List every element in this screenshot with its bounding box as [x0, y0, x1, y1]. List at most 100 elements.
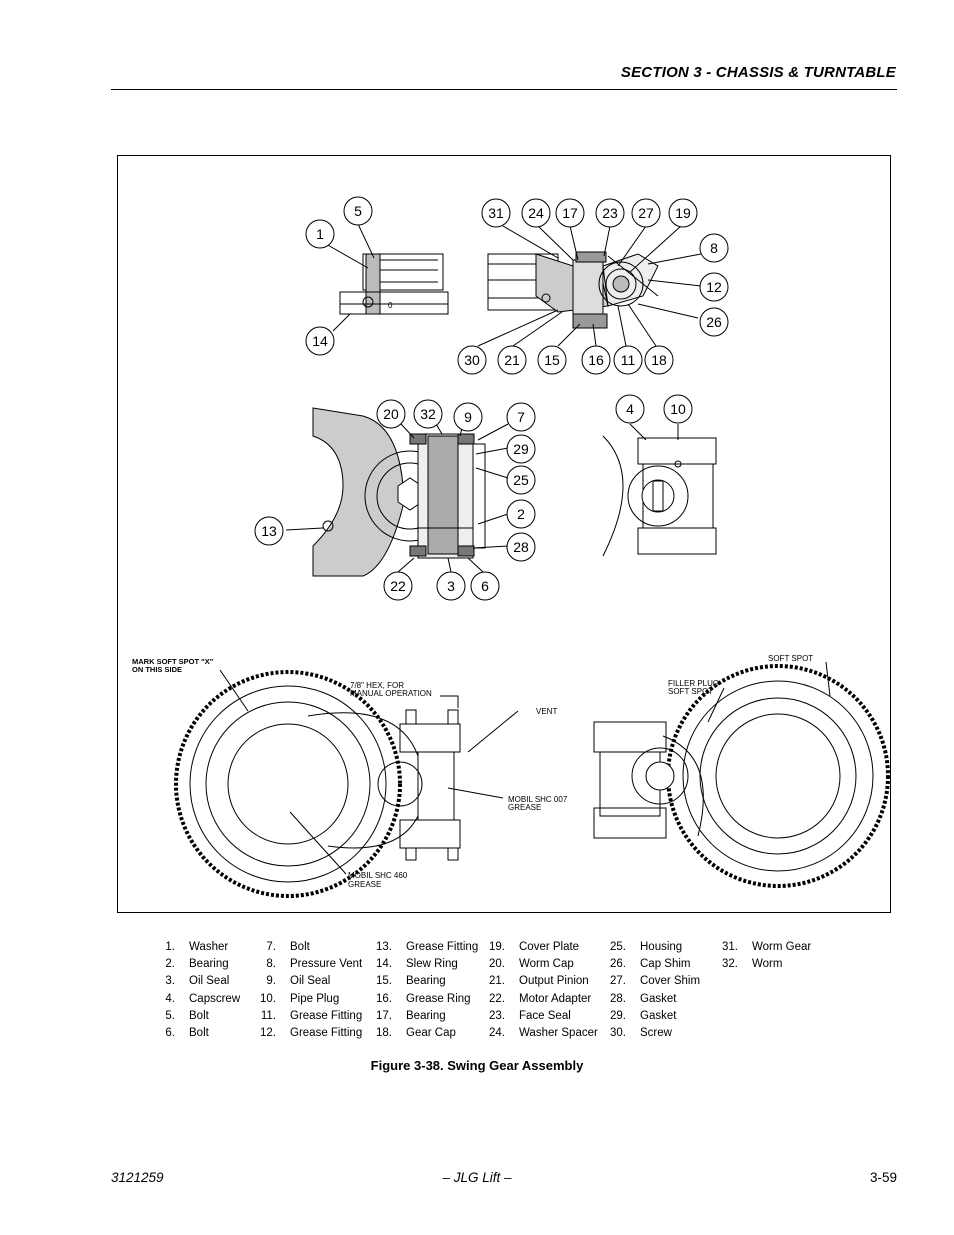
note-mark-soft-spot: MARK SOFT SPOT "X": [132, 657, 214, 666]
callout-21: 21: [504, 352, 520, 368]
svg-text:0: 0: [388, 301, 393, 310]
callout-4: 4: [626, 401, 634, 417]
legend-item: 29.Gasket: [610, 1009, 677, 1022]
legend-item: 13.Grease Fitting: [376, 941, 479, 953]
legend-item: 7.Bolt: [266, 941, 310, 953]
callout-bubbles: [254, 196, 729, 601]
note-hex: 7/8" HEX, FOR: [350, 681, 404, 690]
note-grease-007-label: GREASE: [508, 803, 541, 812]
document-number: 3121259: [111, 1170, 164, 1185]
legend-item: 27.Cover Shim: [610, 975, 701, 988]
legend-column-2: 7.Bolt 8.Pressure Vent 9.Oil Seal 10.Pip…: [252, 939, 362, 1042]
worm-gear-section-view: [487, 251, 659, 329]
legend-item: 11.Grease Fitting: [260, 1009, 363, 1022]
note-on-this-side: ON THIS SIDE: [132, 665, 182, 674]
legend-item: 17.Bearing: [376, 1009, 446, 1022]
legend-item: 26.Cap Shim: [610, 958, 691, 971]
legend-item: 2.Bearing: [165, 958, 229, 971]
legend-item: 1.Washer: [165, 941, 229, 953]
callout-7: 7: [517, 409, 525, 425]
legend-item: 12.Grease Fitting: [260, 1026, 363, 1039]
callout-13: 13: [261, 523, 277, 539]
legend-item: 24.Washer Spacer: [489, 1026, 598, 1039]
legend-item: 6.Bolt: [165, 1026, 209, 1039]
slew-ring-section-view: 0: [325, 223, 449, 332]
legend-item: 21.Output Pinion: [489, 975, 589, 988]
callout-5: 5: [354, 203, 362, 219]
legend-item: 31.Worm Gear: [722, 941, 812, 953]
leaders-middle-left: [285, 423, 509, 573]
callout-10: 10: [670, 401, 686, 417]
legend-item: 32.Worm: [722, 958, 783, 971]
callout-14: 14: [312, 333, 328, 349]
callout-31: 31: [488, 205, 504, 221]
note-grease-007: MOBIL SHC 007: [508, 795, 568, 804]
note-vent: VENT: [536, 707, 557, 716]
legend-item: 8.Pressure Vent: [266, 958, 363, 971]
header-divider: [111, 89, 897, 90]
callout-3: 3: [447, 578, 455, 594]
legend-column-3: 13.Grease Fitting 14.Slew Ring 15.Bearin…: [368, 939, 478, 1042]
callout-27: 27: [638, 205, 654, 221]
note-filler-soft-spot: SOFT SPOT: [668, 687, 713, 696]
gear-housing-cross-section: [312, 407, 486, 577]
legend-column-5: 25.Housing 26.Cap Shim 27.Cover Shim 28.…: [602, 939, 700, 1042]
callout-9: 9: [464, 409, 472, 425]
legend-item: 5.Bolt: [165, 1009, 209, 1022]
note-filler-plug: FILLER PLUG: [668, 679, 719, 688]
legend-item: 15.Bearing: [376, 975, 446, 988]
legend-column-4: 19.Cover Plate 20.Worm Cap 21.Output Pin…: [481, 939, 598, 1042]
legend-column-1: 1.Washer 2.Bearing 3.Oil Seal 4.Capscrew…: [151, 939, 240, 1042]
callout-30: 30: [464, 352, 480, 368]
worm-drive-assembly-view: [593, 661, 890, 888]
section-title: SECTION 3 - CHASSIS & TURNTABLE: [620, 64, 896, 81]
legend-item: 23.Face Seal: [489, 1009, 571, 1022]
callout-19: 19: [675, 205, 691, 221]
legend-item: 4.Capscrew: [165, 992, 241, 1005]
callout-1: 1: [316, 226, 324, 242]
callout-11: 11: [621, 352, 636, 368]
callout-29: 29: [513, 441, 529, 457]
swing-gear-drawing: 0: [132, 196, 890, 898]
callout-26: 26: [706, 314, 722, 330]
legend-item: 10.Pipe Plug: [260, 992, 340, 1005]
legend-item: 19.Cover Plate: [489, 941, 580, 953]
legend-item: 25.Housing: [610, 941, 683, 953]
legend-item: 18.Gear Cap: [376, 1026, 456, 1039]
page-number: 3-59: [869, 1170, 897, 1185]
parts-legend: 1.Washer 2.Bearing 3.Oil Seal 4.Capscrew…: [0, 939, 954, 1049]
callout-18: 18: [651, 352, 667, 368]
publisher: – JLG Lift –: [442, 1170, 512, 1185]
callout-25: 25: [513, 472, 529, 488]
callout-24: 24: [528, 205, 544, 221]
callout-20: 20: [383, 406, 399, 422]
callout-12: 12: [706, 279, 722, 295]
callout-17: 17: [562, 205, 578, 221]
callout-2: 2: [517, 506, 525, 522]
swing-bearing-assembly-view: [174, 669, 519, 898]
callout-32: 32: [420, 406, 436, 422]
legend-column-6: 31.Worm Gear 32.Worm: [714, 939, 811, 973]
legend-item: 14.Slew Ring: [376, 958, 458, 971]
legend-item: 28.Gasket: [610, 992, 677, 1005]
legend-item: 9.Oil Seal: [266, 975, 331, 988]
legend-item: 22.Motor Adapter: [489, 992, 592, 1005]
worm-gear-side-view: [602, 435, 717, 557]
legend-item: 30.Screw: [610, 1026, 672, 1039]
callout-6: 6: [481, 578, 489, 594]
leaders-middle-right: [629, 423, 679, 441]
legend-item: 20.Worm Cap: [489, 958, 574, 971]
callout-23: 23: [602, 205, 618, 221]
note-grease-460-label: GREASE: [348, 880, 381, 889]
note-grease-460: MOBIL SHC 460: [348, 871, 408, 880]
callout-22: 22: [390, 578, 406, 594]
legend-item: 16.Grease Ring: [376, 992, 471, 1005]
leaders-top: [477, 225, 702, 347]
note-manual-operation: MANUAL OPERATION: [350, 689, 432, 698]
callout-28: 28: [513, 539, 529, 555]
legend-item: 3.Oil Seal: [165, 975, 230, 988]
figure-caption: Figure 3-38. Swing Gear Assembly: [370, 1058, 584, 1073]
callout-16: 16: [588, 352, 604, 368]
callout-15: 15: [544, 352, 560, 368]
callout-8: 8: [710, 240, 718, 256]
